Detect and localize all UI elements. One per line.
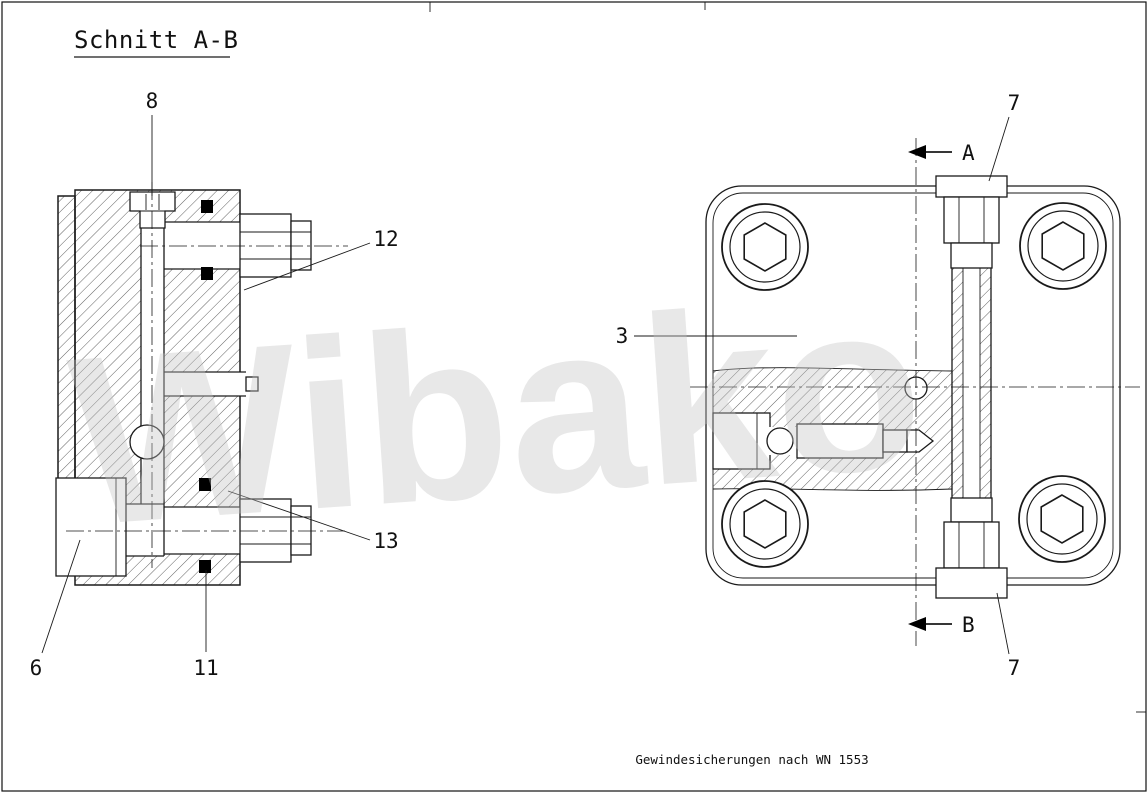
callout-3: 3 [616, 324, 797, 348]
bottom-fitting [935, 497, 1008, 599]
plug-block [55, 477, 127, 577]
centerlines-right [690, 138, 1140, 646]
drawing-title: Schnitt A-B [74, 26, 238, 58]
stud-tip [906, 429, 935, 453]
upper-fitting [239, 213, 312, 278]
callout-13-label: 13 [373, 529, 398, 553]
callout-11: 11 [193, 570, 219, 680]
callout-6: 6 [30, 539, 81, 680]
cross-bore-circle [129, 424, 165, 460]
callout-7-bottom: 7 [996, 592, 1021, 680]
socket-screw-bottom-right [1018, 475, 1106, 563]
centerlines-left [66, 182, 348, 568]
section-view-left: 8 12 13 6 11 [30, 89, 399, 680]
callout-12-label: 12 [373, 227, 398, 251]
front-view-right: A B 3 7 7 [616, 91, 1140, 680]
block-channel [126, 503, 165, 557]
callout-11-label: 11 [193, 656, 218, 680]
middle-bore-step [245, 376, 259, 392]
callout-6-label: 6 [30, 656, 43, 680]
callouts-right: 3 7 7 [616, 91, 1021, 680]
note: Gewindesicherungen nach WN 1553 [635, 752, 868, 767]
stud-body [796, 423, 884, 459]
section-marker-a: A [908, 141, 975, 165]
callouts-left: 8 12 13 6 11 [30, 89, 399, 680]
callout-12: 12 [243, 227, 399, 291]
section-marker-a-label: A [962, 141, 975, 165]
socket-screw-top-right [1019, 202, 1107, 290]
top-fitting [935, 175, 1008, 269]
sectioned-tube [951, 268, 992, 498]
square-plug [712, 412, 771, 470]
screw-plug [129, 191, 176, 229]
lower-port-bore [164, 506, 240, 555]
callout-7-top: 7 [988, 91, 1021, 182]
callout-3-label: 3 [616, 324, 629, 348]
plug-circle [766, 427, 794, 455]
callout-13: 13 [227, 490, 399, 553]
callout-8-label: 8 [146, 89, 159, 113]
middle-bore [164, 371, 259, 397]
section-marker-b: B [908, 613, 975, 637]
drawing-title-text: Schnitt A-B [74, 26, 238, 54]
seal-rings [199, 200, 213, 573]
callout-7-bottom-label: 7 [1008, 656, 1021, 680]
section-marker-b-label: B [962, 613, 975, 637]
watermark: Wibako [62, 249, 930, 576]
callout-7-top-label: 7 [1008, 91, 1021, 115]
callout-8: 8 [146, 89, 159, 196]
